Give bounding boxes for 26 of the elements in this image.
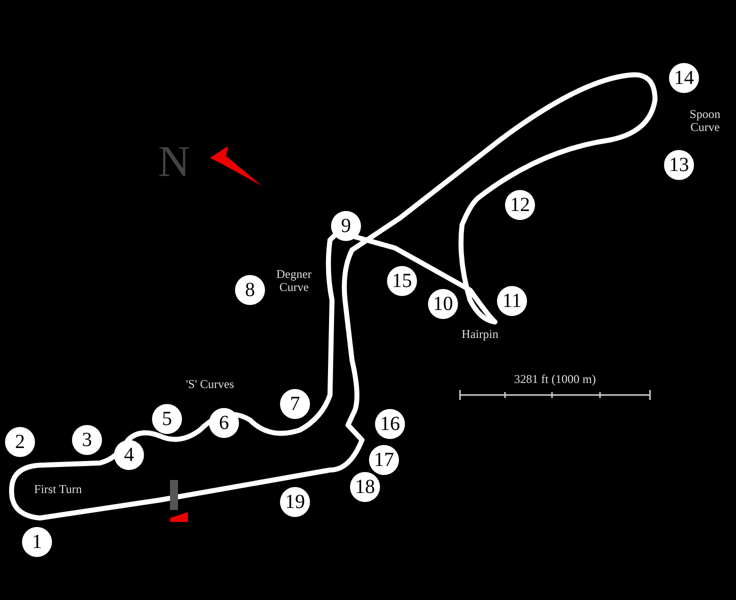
turn-number: 8: [235, 275, 265, 305]
turn-number: 18: [350, 472, 380, 502]
turn-number: 17: [369, 445, 399, 475]
turn-number: 1: [22, 527, 52, 557]
turn-number: 9: [331, 211, 361, 241]
turn-number: 5: [152, 404, 182, 434]
compass-letter: N: [157, 140, 191, 184]
turn-number: 7: [280, 389, 310, 419]
corner-name: First Turn: [33, 483, 83, 496]
turn-number: 15: [387, 266, 417, 296]
turn-number: 11: [497, 286, 527, 316]
corner-name: 'S' Curves: [185, 378, 235, 391]
turn-number: 2: [5, 427, 35, 457]
turn-number: 4: [114, 440, 144, 470]
corner-name: Spoon Curve: [688, 108, 722, 134]
scale-text: 3281 ft (1000 m): [513, 373, 597, 386]
turn-number: 14: [669, 63, 699, 93]
turn-number: 6: [209, 408, 239, 438]
turn-number: 10: [428, 289, 458, 319]
turn-number: 16: [375, 409, 405, 439]
turn-number: 19: [280, 487, 310, 517]
corner-name: Degner Curve: [275, 268, 313, 294]
turn-number: 3: [72, 425, 102, 455]
corner-name: Hairpin: [460, 328, 500, 341]
turn-number: 13: [664, 150, 694, 180]
turn-number: 12: [505, 190, 535, 220]
